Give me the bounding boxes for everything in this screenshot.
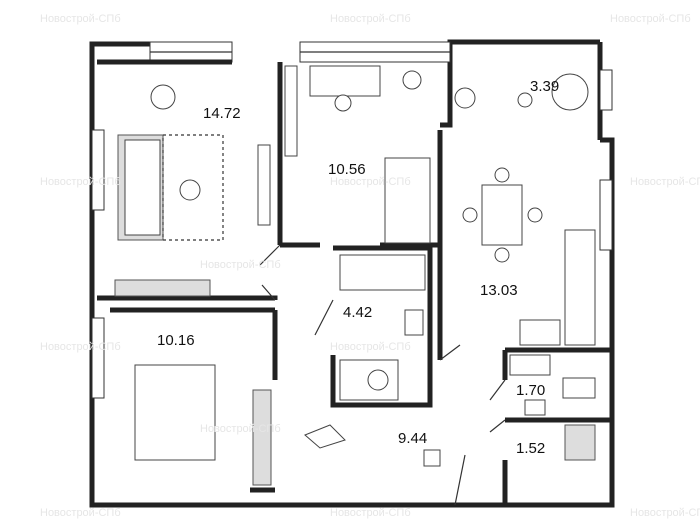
exterior-walls (89, 39, 615, 508)
area-bedroom-1: 10.56 (328, 161, 366, 178)
room-areas: 14.72 10.56 3.39 13.03 4.42 10.16 1.70 9… (157, 78, 559, 457)
tv-stand-icon (257, 144, 271, 226)
watermark: Новострой-СПб (40, 176, 121, 188)
area-bathroom: 4.42 (343, 304, 372, 321)
furniture (114, 65, 596, 486)
kitchen-counter-icon (564, 229, 596, 346)
window (599, 69, 613, 111)
rug-icon (423, 449, 441, 467)
watermark: Новострой-СПб (610, 13, 691, 25)
dining-table-icon (481, 184, 523, 246)
watermark: Новострой-СПб (330, 13, 411, 25)
shelf-icon (114, 279, 211, 297)
watermark: Новострой-СПб (200, 259, 281, 271)
bed-icon (134, 364, 216, 461)
shelf-icon (564, 424, 596, 461)
lamp-icon (179, 179, 201, 201)
chair-icon (334, 94, 352, 112)
plant-icon (402, 70, 422, 90)
watermark: Новострой-СПб (630, 507, 700, 519)
window (599, 179, 613, 251)
interior-walls (97, 59, 612, 506)
wardrobe-icon (284, 65, 298, 157)
area-hallway: 9.44 (398, 430, 427, 447)
area-bedroom-2: 10.16 (157, 332, 195, 349)
plant-icon (454, 87, 476, 109)
watermark: Новострой-СПб (330, 507, 411, 519)
desk-icon (309, 65, 381, 97)
watermark: Новострой-СПб (40, 13, 121, 25)
toilet-icon (562, 377, 596, 399)
area-wc: 1.70 (516, 382, 545, 399)
watermark: Новострой-СПб (330, 341, 411, 353)
bathtub-icon (339, 254, 426, 291)
window (91, 317, 105, 399)
watermark: Новострой-СПб (40, 507, 121, 519)
area-living-room: 14.72 (203, 105, 241, 122)
area-balcony: 3.39 (530, 78, 559, 95)
bed-icon (384, 157, 431, 244)
area-storage: 1.52 (516, 440, 545, 457)
dog-icon (304, 424, 346, 449)
washer-icon (509, 354, 551, 376)
wardrobe-icon (252, 389, 272, 486)
sink-icon (524, 399, 546, 416)
sink-icon (404, 309, 424, 336)
watermark: Новострой-СПб (330, 176, 411, 188)
watermark: Новострой-СПб (40, 341, 121, 353)
watermark: Новострой-СПб (200, 423, 281, 435)
watermarks: Новострой-СПб Новострой-СПб Новострой-СП… (40, 13, 700, 519)
armchair-icon (551, 73, 589, 111)
watermark: Новострой-СПб (630, 176, 700, 188)
area-kitchen: 13.03 (480, 282, 518, 299)
armchair-icon (150, 84, 176, 110)
window (91, 129, 105, 211)
table-icon (517, 92, 533, 108)
sink-icon (519, 319, 561, 346)
